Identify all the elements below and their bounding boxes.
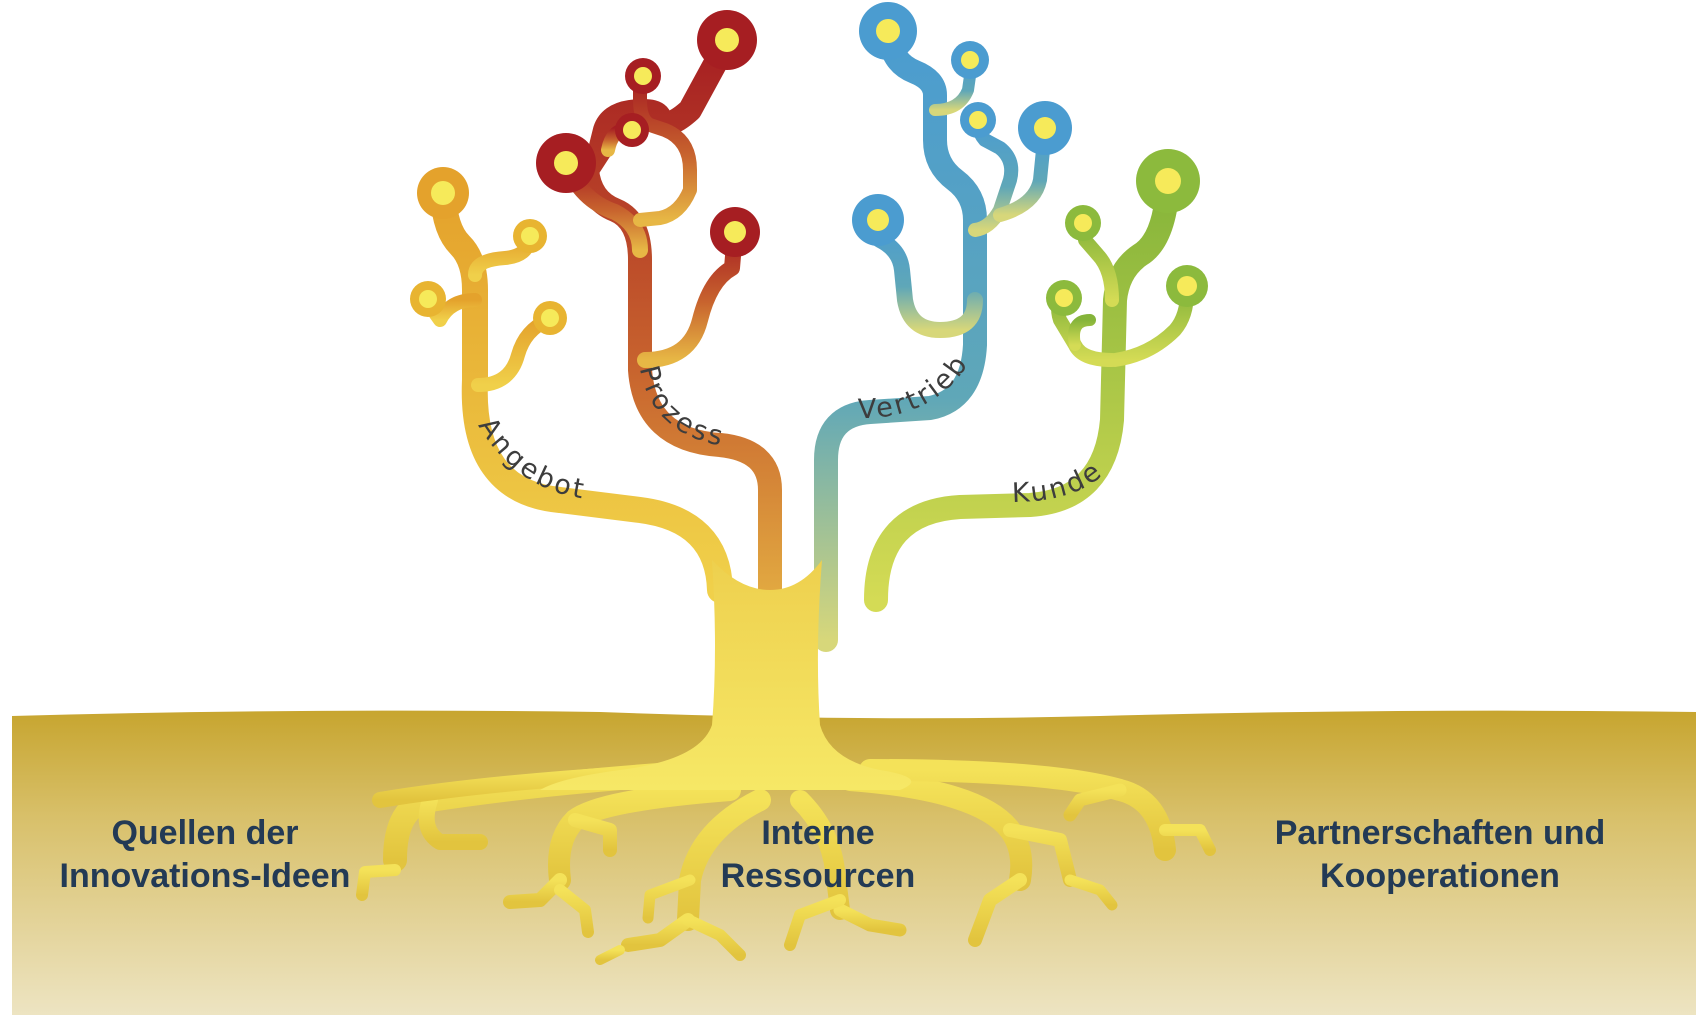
- branch-label-vertrieb: Vertrieb: [857, 348, 975, 425]
- ground-label-center-line1: Interne: [761, 814, 874, 852]
- nodes-kunde: [1046, 149, 1208, 316]
- ground-label-left-line2: Innovations-Ideen: [60, 857, 351, 895]
- ground-label-right: Partnerschaften und Kooperationen: [1275, 814, 1606, 895]
- ground-label-left: Quellen der Innovations-Ideen: [60, 814, 351, 895]
- branch-vertrieb: [814, 21, 1052, 652]
- ground-label-right-line2: Kooperationen: [1320, 857, 1560, 895]
- branch-angebot: [421, 182, 733, 603]
- nodes-angebot: [410, 167, 567, 335]
- roots: [356, 758, 1216, 965]
- ground-label-right-line1: Partnerschaften und: [1275, 814, 1606, 852]
- branch-prozess: [558, 30, 782, 652]
- nodes-prozess: [536, 10, 760, 257]
- nodes-vertrieb: [852, 2, 1072, 246]
- ground-label-center: Interne Ressourcen: [721, 814, 916, 895]
- branch-label-kunde: Kunde: [1011, 454, 1109, 509]
- ground-label-left-line1: Quellen der: [111, 814, 298, 852]
- trunk: [540, 560, 912, 790]
- ground-label-center-line2: Ressourcen: [721, 857, 916, 895]
